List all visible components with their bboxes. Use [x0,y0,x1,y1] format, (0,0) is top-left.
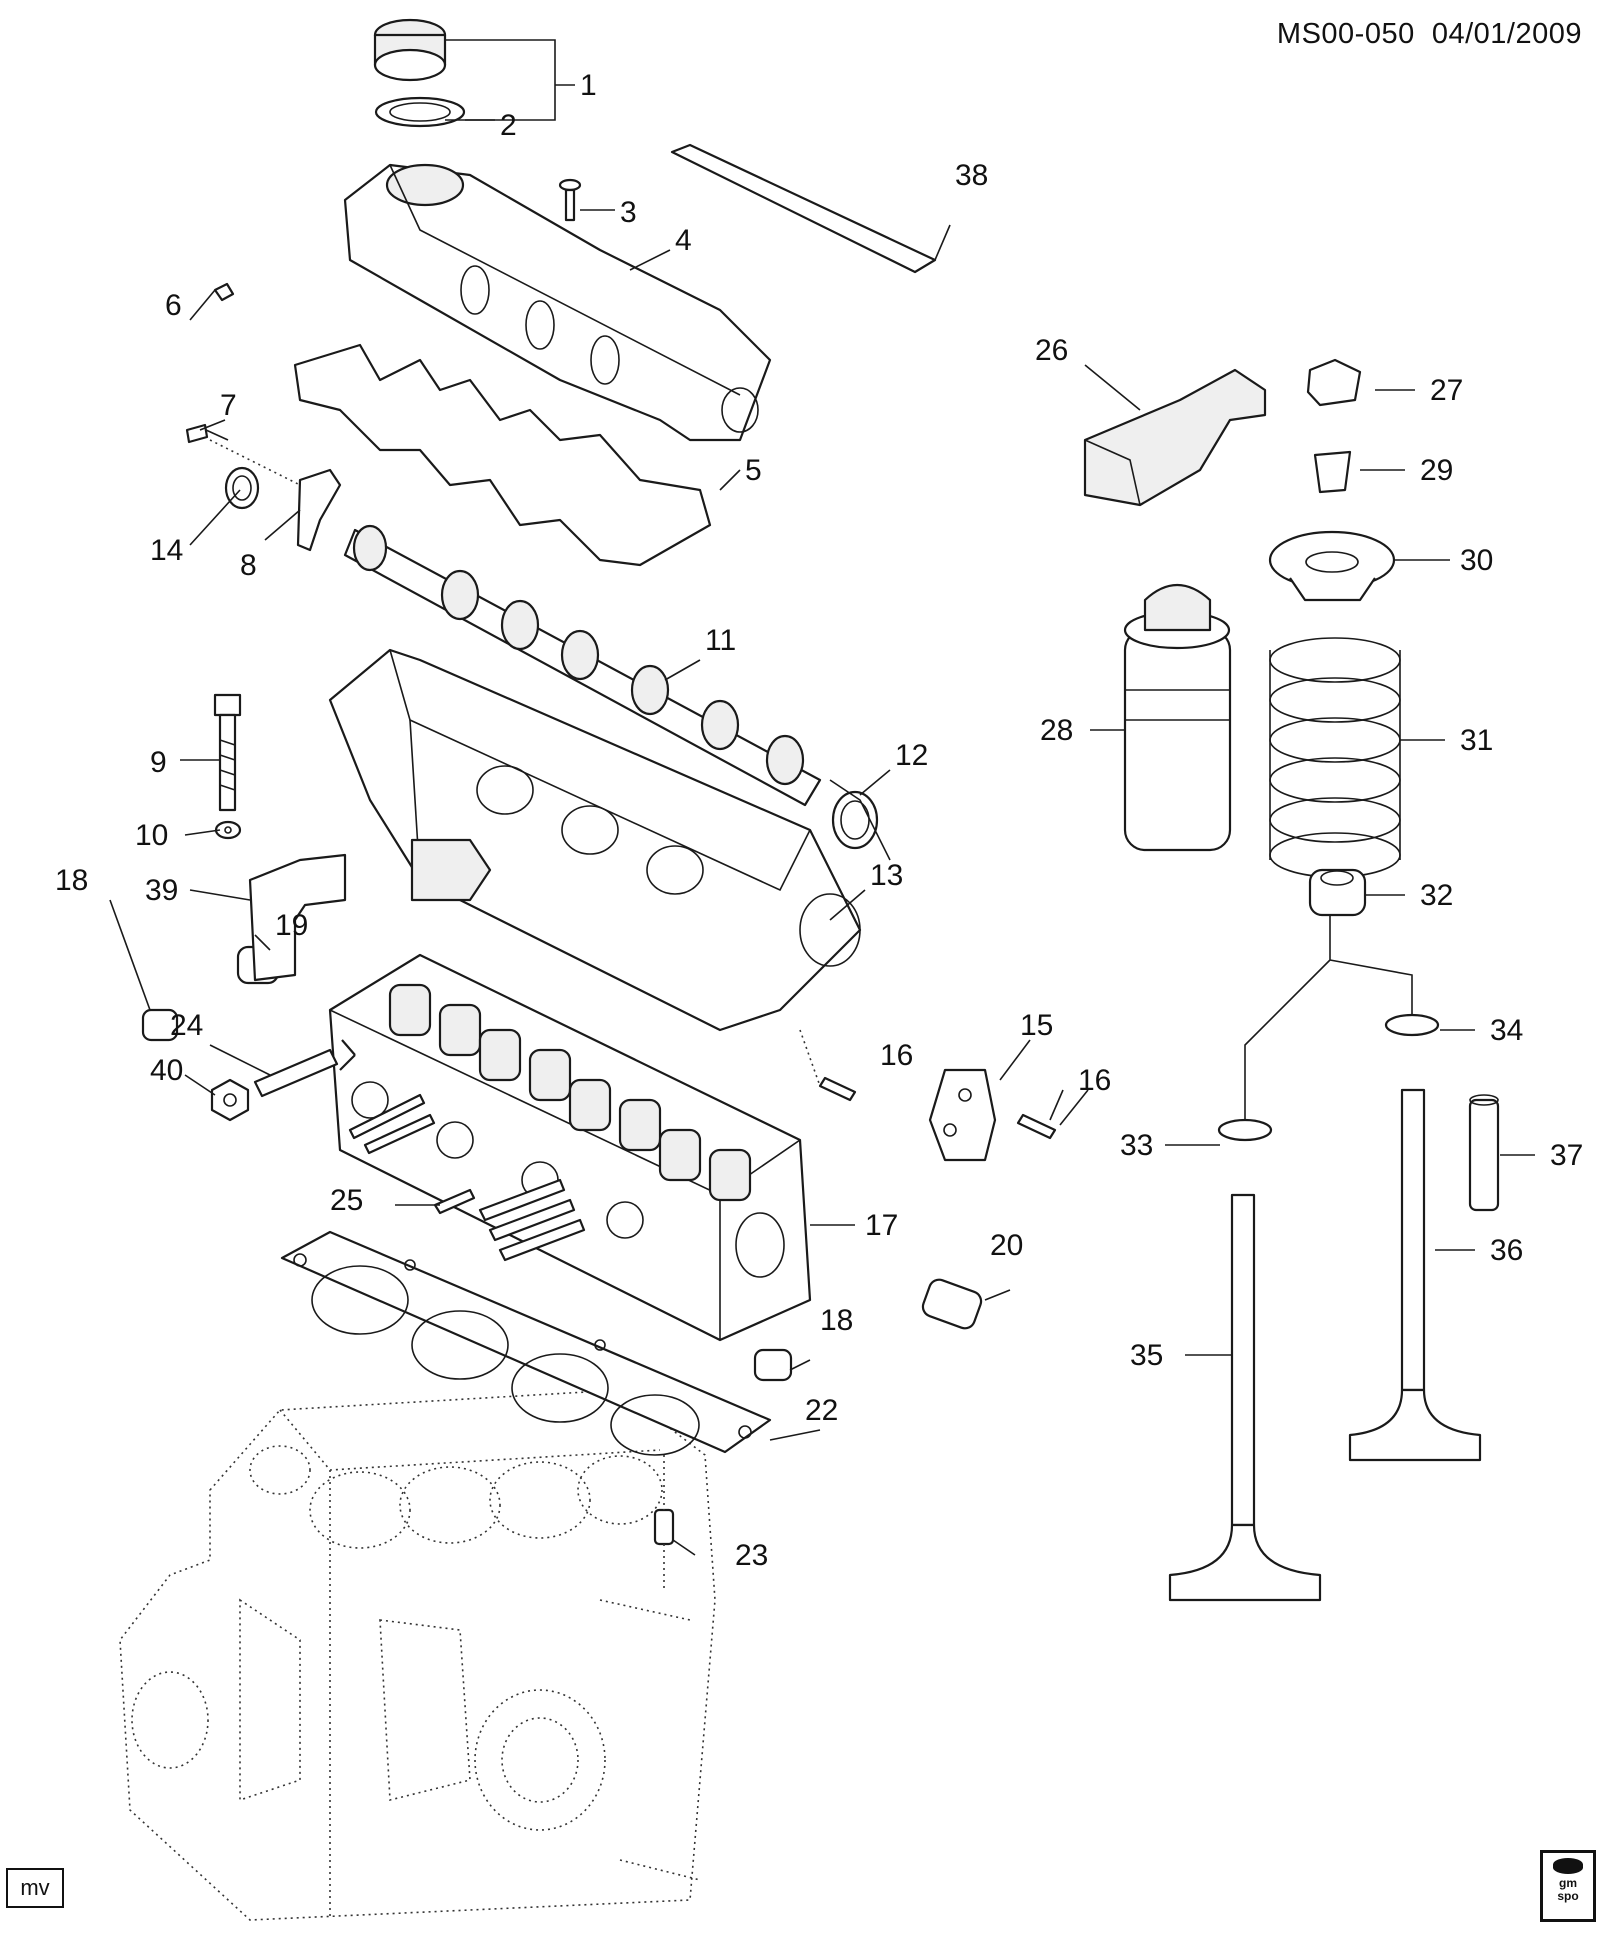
diagram-code: MS00-050 [1276,18,1415,50]
cam-cover-gasket [293,343,712,567]
callout-29: 29 [1420,454,1453,487]
exhaust-valve [1348,1088,1482,1462]
valve-keeper [1306,358,1362,494]
hose-elbow [248,853,347,982]
callout-16b: 16 [1078,1064,1111,1097]
bracket [799,1029,1057,1162]
leader-lines [109,39,1535,1556]
callout-1: 1 [580,69,597,102]
callout-27: 27 [1430,374,1463,407]
head-gasket [280,1230,772,1456]
camshaft [343,524,822,807]
callout-36: 36 [1490,1234,1523,1267]
callout-6: 6 [165,289,182,322]
callout-28: 28 [1040,714,1073,747]
intake-valve [1168,1193,1322,1602]
callout-14: 14 [150,534,183,567]
logo-text-bottom: spo [1557,1889,1579,1903]
callout-18a: 18 [55,864,88,897]
cover-screw [213,178,582,302]
callout-31: 31 [1460,724,1493,757]
callout-26: 26 [1035,334,1068,367]
callout-4: 4 [675,224,692,257]
callout-20: 20 [990,1229,1023,1262]
engine-block-outline [119,1389,716,1921]
rocker-arm [1083,368,1267,507]
callout-18b: 18 [820,1304,853,1337]
cylinder-head [328,953,812,1342]
label-plate [670,143,937,274]
callout-5: 5 [745,454,762,487]
housing-bolt [213,693,242,840]
camshaft-seals [224,466,879,850]
callout-8: 8 [240,549,257,582]
logo-mark [1553,1858,1583,1874]
logo-text-top: gm [1559,1876,1577,1890]
callout-7: 7 [220,389,237,422]
callout-25: 25 [330,1184,363,1217]
callout-12: 12 [895,739,928,772]
camshaft-housing [328,648,862,1032]
callout-30: 30 [1460,544,1493,577]
hydraulic-lifter [1123,584,1232,852]
gm-spo-logo: gm spo [1540,1850,1596,1922]
callout-10: 10 [135,819,168,852]
cam-cover [343,163,772,442]
callout-40: 40 [150,1054,183,1087]
diagram-date: 04/01/2009 [1431,18,1582,50]
footer-tag: mv [6,1868,64,1908]
valve-guide [1468,1094,1500,1212]
dowel-pin [653,1455,675,1590]
callout-23: 23 [735,1539,768,1572]
diagram-header: MS00-050 04/01/2009 [1277,18,1582,51]
head-bolts [253,1039,586,1262]
callout-labels: 1 2 3 4 5 6 7 8 9 10 11 12 13 14 15 16 1… [55,69,1583,1572]
callout-11: 11 [705,624,736,657]
callout-37: 37 [1550,1139,1583,1172]
callout-39: 39 [145,874,178,907]
callout-34: 34 [1490,1014,1523,1047]
spring-seats [1217,915,1440,1142]
callout-16a: 16 [880,1039,913,1072]
thrust-plate [185,423,342,552]
callout-19: 19 [275,909,308,942]
nut [210,1078,250,1122]
callout-22: 22 [805,1394,838,1427]
valve-stem-seal [1308,868,1367,917]
callout-13: 13 [870,859,903,892]
callout-33: 33 [1120,1129,1153,1162]
valve-spring [1269,637,1401,878]
callout-35: 35 [1130,1339,1163,1372]
callout-17: 17 [865,1209,898,1242]
callout-15: 15 [1020,1009,1053,1042]
callout-9: 9 [150,746,167,779]
callout-24: 24 [170,1009,203,1042]
callout-38: 38 [955,159,988,192]
spring-retainer [1268,530,1396,602]
valve-spring-cluster [388,983,752,1202]
callout-2: 2 [500,109,517,142]
oil-filler-cap [373,18,466,128]
callout-3: 3 [620,196,637,229]
callout-32: 32 [1420,879,1453,912]
